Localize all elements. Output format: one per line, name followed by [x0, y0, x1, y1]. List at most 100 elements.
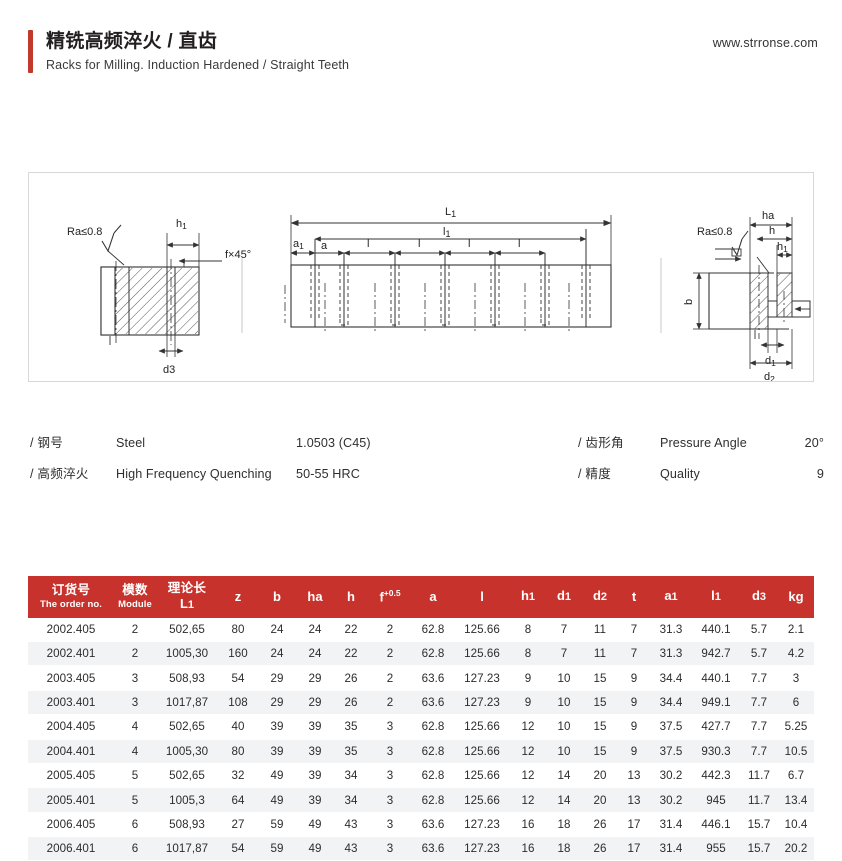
- label-ha: ha: [762, 210, 775, 222]
- table-cell: 2003.401: [46, 696, 96, 710]
- table-cell: 7.7: [750, 696, 768, 710]
- table-cell: 442.3: [701, 769, 731, 783]
- table-cell: 2002.401: [46, 647, 96, 661]
- table-cell: 17: [627, 842, 641, 856]
- table-cell: 39: [308, 769, 322, 783]
- spec-label-steel: / 钢号: [30, 436, 63, 450]
- table-cell: 13.4: [784, 793, 808, 807]
- table-cell: 59: [270, 817, 284, 831]
- table-cell: 10.4: [784, 817, 808, 831]
- table-cell: 8: [524, 647, 532, 661]
- table-cell: 63.6: [421, 671, 445, 685]
- table-cell: 9: [524, 696, 532, 710]
- table-cell: 10: [557, 696, 571, 710]
- spec-row-pressure-angle: / 齿形角 Pressure Angle 20°: [578, 432, 828, 463]
- table-cell: 26: [593, 817, 607, 831]
- table-cell: 39: [308, 720, 322, 734]
- table-cell: 12: [521, 720, 535, 734]
- label-l-4: l: [518, 238, 520, 250]
- label-f45: f×45°: [225, 249, 251, 261]
- table-column-header: f+0.5: [368, 576, 412, 618]
- table-cell: 7.7: [750, 744, 768, 758]
- column-header-symbol: kg: [788, 588, 804, 604]
- table-cell: 7: [630, 622, 638, 636]
- table-cell: 2: [386, 696, 394, 710]
- table-cell: 27: [231, 817, 245, 831]
- table-cell: 43: [344, 817, 358, 831]
- table-cell: 955: [706, 842, 726, 856]
- table-cell: 16: [521, 842, 535, 856]
- website-url[interactable]: www.strronse.com: [712, 36, 818, 50]
- table-cell: 3: [386, 793, 394, 807]
- table-cell: 9: [630, 696, 638, 710]
- table-cell: 7.7: [750, 720, 768, 734]
- table-cell: 62.8: [421, 720, 445, 734]
- table-cell: 2002.405: [46, 622, 96, 636]
- label-l-2: l: [418, 238, 420, 250]
- label-a: a: [321, 240, 328, 252]
- table-cell: 2005.401: [46, 793, 96, 807]
- table-cell: 39: [308, 793, 322, 807]
- table-cell: 2: [386, 622, 394, 636]
- column-header-superscript: +0.5: [383, 588, 401, 599]
- table-cell: 39: [270, 744, 284, 758]
- table-cell: 7: [630, 647, 638, 661]
- table-cell: 11.7: [748, 769, 770, 783]
- table-column-header: ha: [296, 576, 334, 618]
- label-b: b: [683, 299, 695, 305]
- table-cell: 15: [593, 744, 607, 758]
- column-header-symbol: b: [273, 588, 281, 604]
- table-cell: 127.23: [464, 671, 500, 685]
- table-column-header: a1: [650, 576, 692, 618]
- table-cell: 2003.405: [46, 671, 96, 685]
- table-cell: 32: [231, 769, 245, 783]
- table-cell: 930.3: [701, 744, 731, 758]
- table-cell: 29: [308, 671, 322, 685]
- table-cell: 2006.405: [46, 817, 96, 831]
- table-cell: 12: [521, 744, 535, 758]
- table-column-header: kg: [778, 576, 814, 618]
- table-cell: 15: [593, 671, 607, 685]
- table-cell: 11: [593, 647, 607, 661]
- spec-row-quenching: / 高频淬火 High Frequency Quenching 50-55 HR…: [30, 463, 550, 494]
- table-cell: 34.4: [659, 696, 683, 710]
- table-cell: 16: [521, 817, 535, 831]
- table-cell: 62.8: [421, 769, 445, 783]
- table-cell: 2: [386, 647, 394, 661]
- spec-label-pressure-angle: / 齿形角: [578, 436, 624, 450]
- table-cell: 24: [308, 622, 322, 636]
- table-cell: 7: [560, 622, 568, 636]
- table-cell: 15.7: [747, 842, 771, 856]
- label-ra-right: Ra≤0.8: [697, 226, 732, 238]
- label-L1: L1: [445, 206, 456, 219]
- table-cell: 29: [270, 671, 284, 685]
- table-column-header: z: [218, 576, 258, 618]
- table-cell: 37.5: [659, 744, 683, 758]
- table-cell: 20: [593, 793, 607, 807]
- technical-diagram-panel: Ra≤0.8 h1 f×45° d3 L1 l1 a1 a l l l l ha…: [28, 172, 814, 382]
- table-cell: 1005,30: [165, 647, 209, 661]
- table-cell: 2.1: [787, 622, 805, 636]
- table-cell: 39: [270, 720, 284, 734]
- table-cell: 49: [270, 769, 284, 783]
- column-header-symbol: a1: [664, 588, 678, 604]
- table-cell: 125.66: [464, 769, 500, 783]
- column-header-symbol: f+0.5: [379, 588, 401, 605]
- table-column-header: d3: [740, 576, 778, 618]
- table-cell: 3: [792, 671, 800, 685]
- table-cell: 26: [593, 842, 607, 856]
- table-cell: 942.7: [701, 647, 731, 661]
